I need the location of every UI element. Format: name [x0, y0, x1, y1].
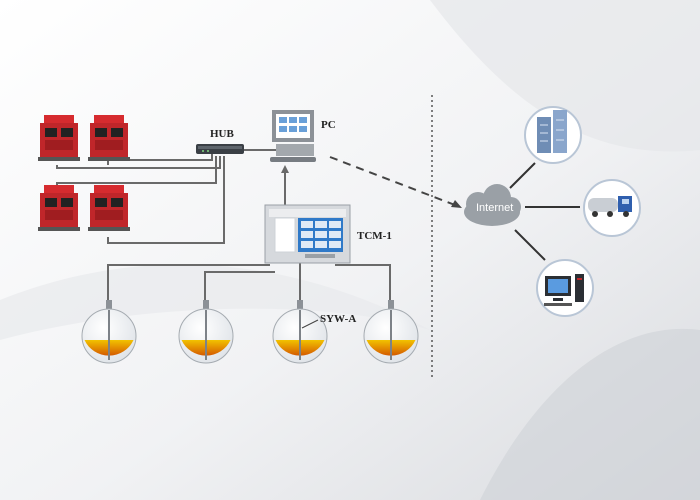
controller-panel [264, 204, 351, 264]
hub-label: HUB [210, 128, 234, 140]
hub-device [196, 144, 244, 154]
internet-cloud [464, 184, 521, 226]
probe-leader-line [301, 319, 319, 329]
dispenser-1 [38, 115, 80, 161]
office-building [524, 106, 582, 164]
pc-computer [270, 110, 316, 162]
controller-to-pc-link [281, 165, 289, 205]
tank-4 [363, 300, 419, 364]
tanker-truck [583, 179, 641, 237]
tank-2 [178, 300, 234, 364]
tank-1 [81, 300, 137, 364]
tank-cables [107, 262, 391, 300]
probe-label: SYW-A [320, 313, 357, 325]
internet-label: Internet [476, 202, 514, 214]
dispenser-4 [88, 185, 130, 231]
pc-internet-link [329, 156, 462, 208]
dispenser-2 [88, 115, 130, 161]
controller-label: TCM-1 [357, 230, 392, 242]
remote-computer [536, 259, 594, 317]
dispenser-3 [38, 185, 80, 231]
internet-links [509, 162, 580, 261]
pc-label: PC [321, 119, 336, 131]
